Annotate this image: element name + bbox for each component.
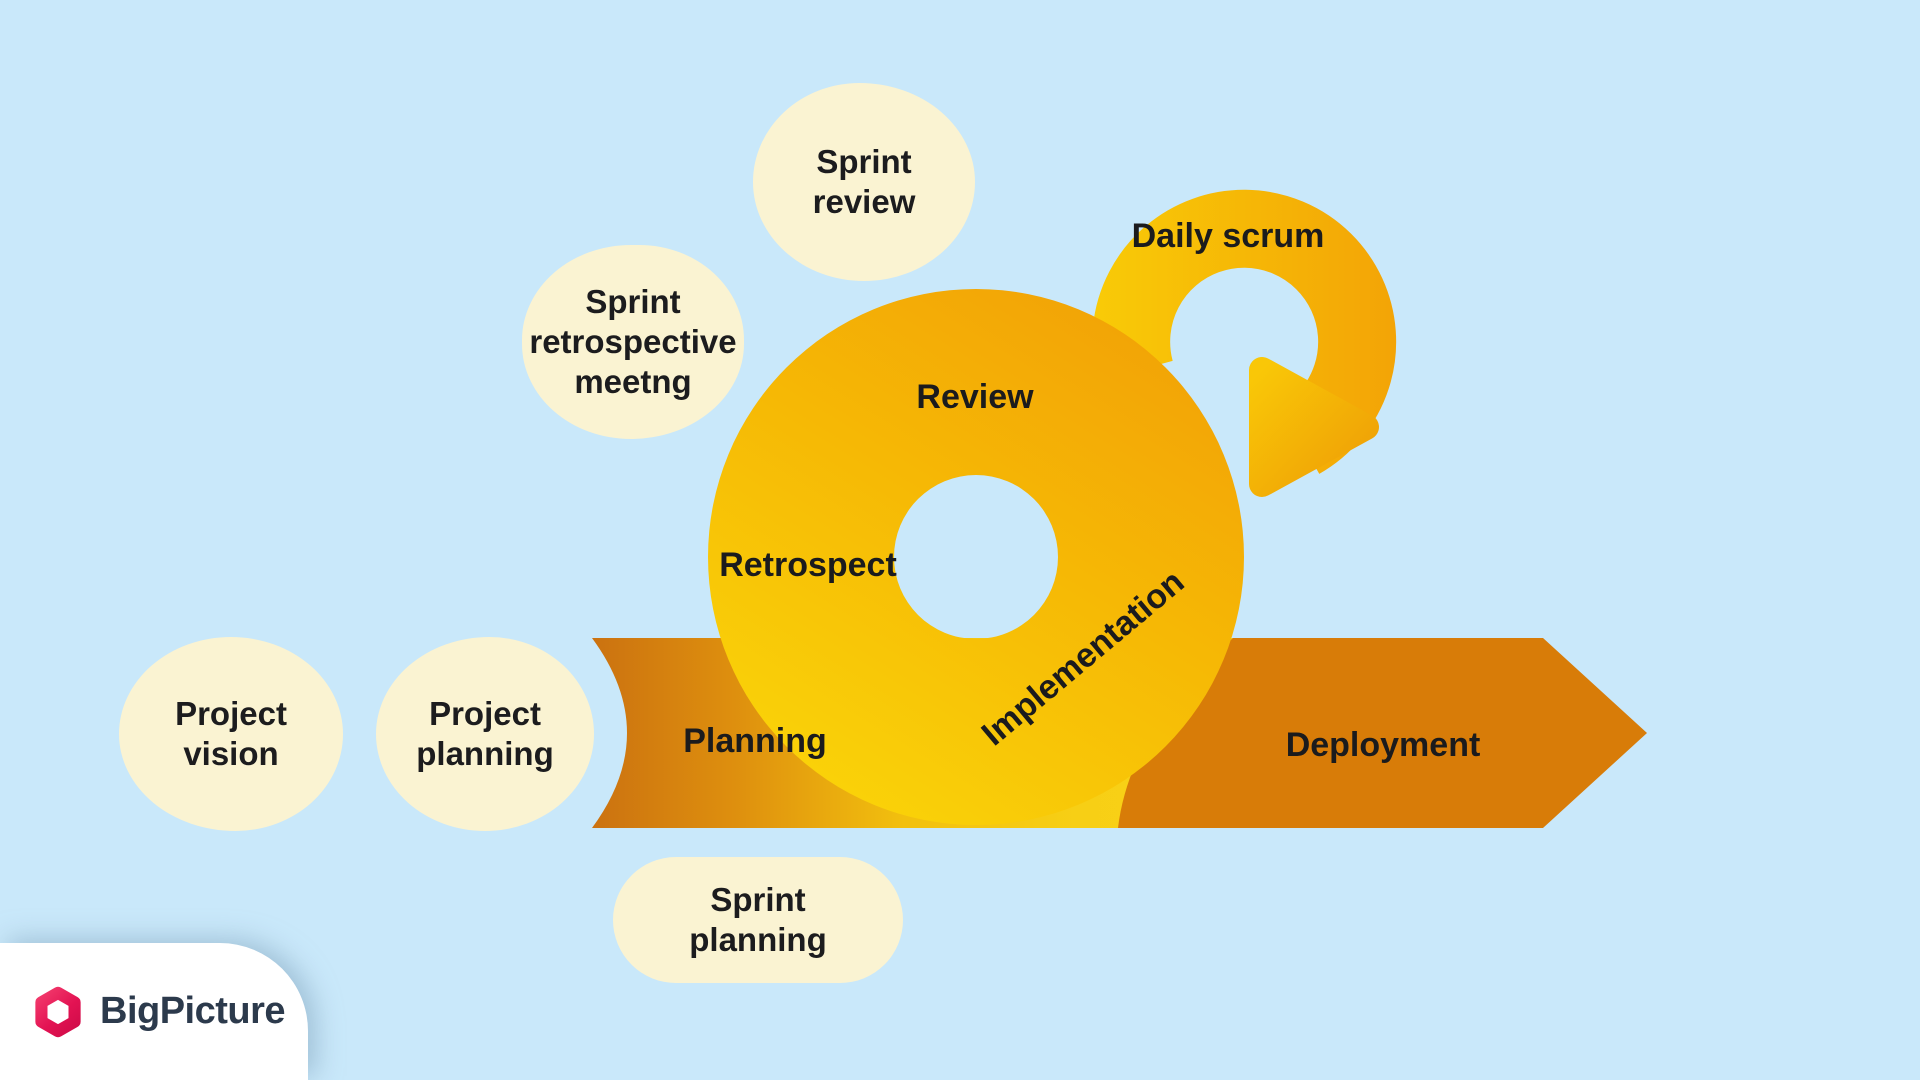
bigpicture-logo: BigPicture [0,943,308,1080]
sprint-retrospective-bubble: Sprint retrospective meetng [522,245,744,439]
sprint-review-bubble: Sprint review [753,83,975,281]
sprint-planning-pill: Sprint planning [613,857,903,983]
sprint-retrospective-label: Sprint retrospective meetng [529,282,737,401]
deployment-arrow-segment [1118,638,1647,828]
cycle-retrospect-label: Retrospect [719,545,897,584]
sprint-planning-label: Sprint planning [689,880,827,958]
daily-scrum-label: Daily scrum [1131,216,1325,255]
bigpicture-hexagon-icon [35,986,81,1037]
banner-deployment-label: Deployment [1285,725,1481,764]
bigpicture-logo-text: BigPicture [100,990,286,1032]
project-vision-label: Project vision [175,694,287,772]
daily-scrum-arrowhead-icon [1249,357,1379,497]
project-vision-bubble: Project vision [119,637,343,831]
project-planning-bubble: Project planning [376,637,594,831]
banner-planning-label: Planning [683,721,827,760]
cycle-review-label: Review [916,377,1034,416]
project-planning-label: Project planning [416,694,554,772]
sprint-review-label: Sprint review [812,142,916,220]
scrum-cycle-donut [708,289,1244,825]
daily-scrum-ring [1092,189,1397,474]
